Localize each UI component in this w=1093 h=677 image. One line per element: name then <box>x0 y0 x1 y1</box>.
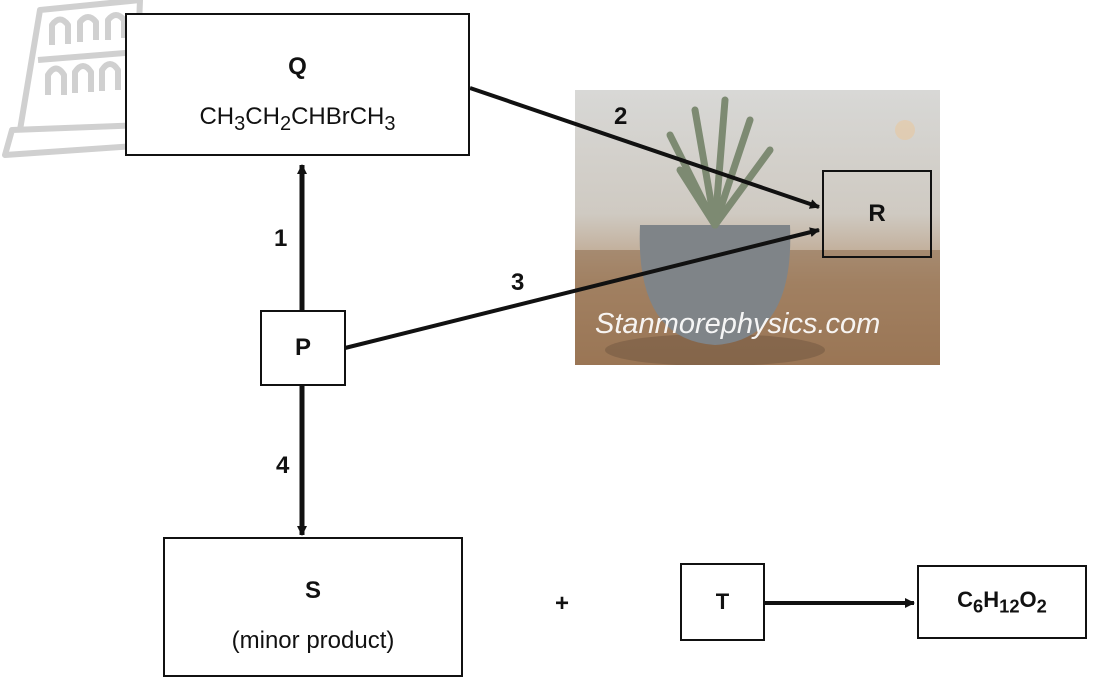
compound-p-box: P <box>260 310 346 386</box>
compound-t-label: T <box>716 589 729 615</box>
compound-r-box: R <box>822 170 932 258</box>
reaction-label-1: 1 <box>274 225 287 253</box>
product-box: C6H12O2 <box>917 565 1087 639</box>
compound-r-label: R <box>868 200 885 228</box>
reaction-label-4: 4 <box>276 452 289 480</box>
arrow-3 <box>345 230 819 348</box>
compound-q-label: Q <box>127 53 468 81</box>
compound-q-formula: CH3CH2CHBrCH3 <box>127 103 468 136</box>
reaction-label-3: 3 <box>511 269 524 297</box>
arrow-2 <box>470 88 819 207</box>
reaction-label-2: 2 <box>614 103 627 131</box>
compound-p-label: P <box>295 334 311 362</box>
compound-s-box: S (minor product) <box>163 537 463 677</box>
compound-t-box: T <box>680 563 765 641</box>
compound-s-subtitle: (minor product) <box>165 627 461 655</box>
reaction-scheme: Stanmorephysics.com Q CH3CH2CHBrCH3 R P … <box>0 0 1093 663</box>
compound-q-box: Q CH3CH2CHBrCH3 <box>125 13 470 156</box>
product-formula: C6H12O2 <box>957 587 1047 617</box>
plus-sign: + <box>555 590 569 618</box>
compound-s-label: S <box>165 577 461 605</box>
